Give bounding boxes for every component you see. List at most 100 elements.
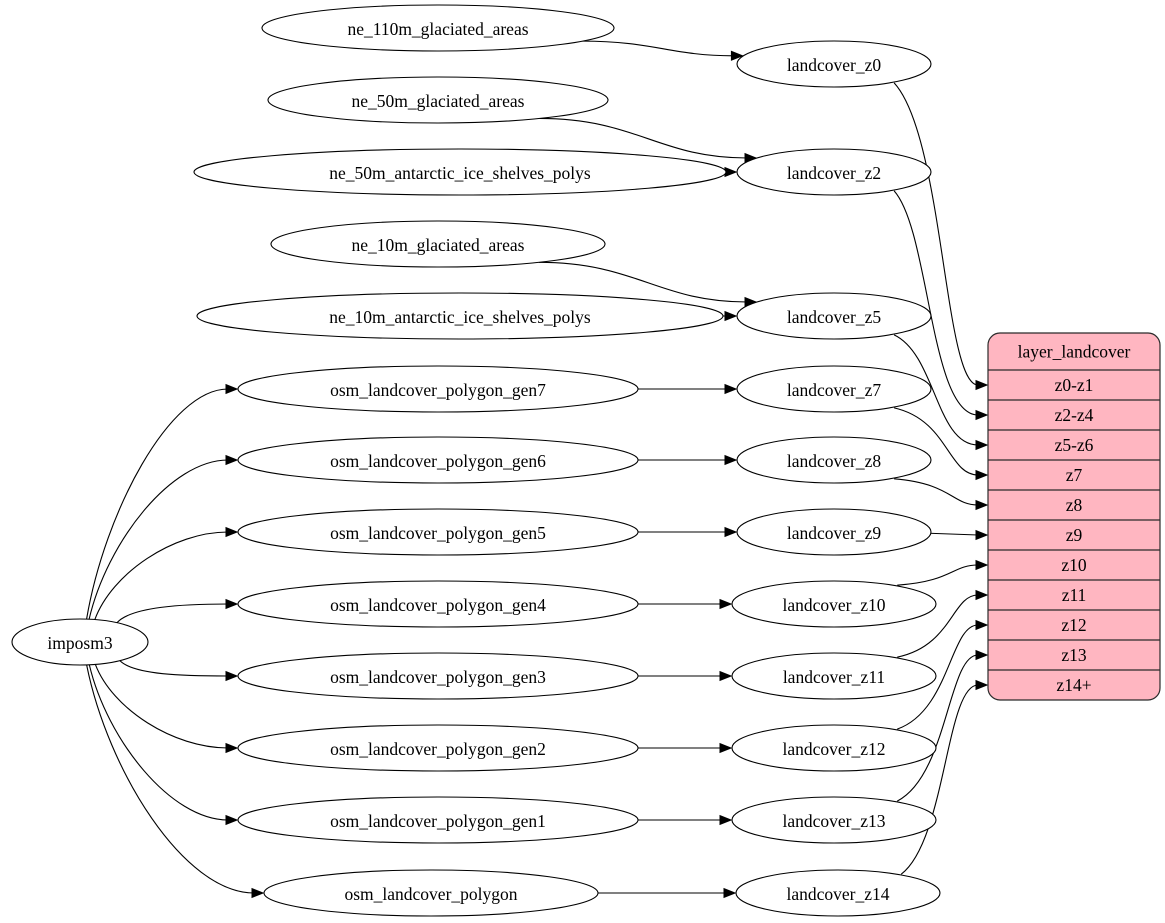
node-ne_10m_antarctic_ice_shelves_polys[interactable]: ne_10m_antarctic_ice_shelves_polys <box>196 292 724 340</box>
record-row-z11[interactable]: z11 <box>1062 585 1087 605</box>
node-ne_50m_glaciated_areas[interactable]: ne_50m_glaciated_areas <box>267 76 609 124</box>
edge-arrowhead <box>251 887 265 899</box>
record-node-body <box>987 332 1161 701</box>
edge-path <box>894 407 979 476</box>
node-label-ne_10m_glaciated_areas: ne_10m_glaciated_areas <box>352 235 525 255</box>
node-label-landcover_z10: landcover_z10 <box>782 595 885 615</box>
edges-layer <box>86 40 989 899</box>
node-ellipse-landcover_z13 <box>731 796 937 844</box>
node-landcover_z14[interactable]: landcover_z14 <box>735 869 941 917</box>
node-label-landcover_z13: landcover_z13 <box>782 811 885 831</box>
node-landcover_z13[interactable]: landcover_z13 <box>731 796 937 844</box>
edge-path <box>897 564 979 586</box>
record-row-z12[interactable]: z12 <box>1061 615 1086 635</box>
node-ellipse-landcover_z11 <box>731 652 937 700</box>
edge-path <box>900 684 979 875</box>
edge-path <box>86 664 255 894</box>
record-row-z10[interactable]: z10 <box>1061 555 1087 575</box>
node-imposm3[interactable]: imposm3 <box>11 618 149 666</box>
node-ellipse-landcover_z14 <box>735 869 941 917</box>
edge-path <box>94 531 229 620</box>
node-label-landcover_z9: landcover_z9 <box>787 523 882 543</box>
record-row-z14-[interactable]: z14+ <box>1056 675 1091 695</box>
node-osm_landcover_polygon_gen6[interactable]: osm_landcover_polygon_gen6 <box>237 436 639 484</box>
edge-path <box>88 664 229 821</box>
record-row-z2-z4[interactable]: z2-z4 <box>1055 405 1094 425</box>
node-landcover_z7[interactable]: landcover_z7 <box>736 365 932 413</box>
node-ne_10m_glaciated_areas[interactable]: ne_10m_glaciated_areas <box>270 220 606 268</box>
node-landcover_z12[interactable]: landcover_z12 <box>731 724 937 772</box>
node-label-landcover_z8: landcover_z8 <box>787 451 882 471</box>
node-ellipse-landcover_z7 <box>736 365 932 413</box>
node-label-landcover_z0: landcover_z0 <box>787 55 882 75</box>
edge-path <box>539 117 748 159</box>
node-label-osm_landcover_polygon_gen6: osm_landcover_polygon_gen6 <box>330 451 546 471</box>
node-ellipse-osm_landcover_polygon_gen4 <box>237 580 639 628</box>
edge-arrowhead <box>724 310 738 322</box>
record-row-z7[interactable]: z7 <box>1066 465 1083 485</box>
node-ne_50m_antarctic_ice_shelves_polys[interactable]: ne_50m_antarctic_ice_shelves_polys <box>193 148 727 196</box>
node-ellipse-ne_110m_glaciated_areas <box>261 4 615 52</box>
node-osm_landcover_polygon_gen7[interactable]: osm_landcover_polygon_gen7 <box>237 365 639 413</box>
record-node-layer-landcover[interactable]: layer_landcoverz0-z1z2-z4z5-z6z7z8z9z10z… <box>987 332 1161 701</box>
node-ellipse-landcover_z0 <box>736 40 932 88</box>
edge-path <box>94 664 229 749</box>
node-label-osm_landcover_polygon: osm_landcover_polygon <box>344 884 517 904</box>
edge-arrowhead <box>225 598 239 610</box>
edge-path <box>86 388 229 620</box>
node-ellipse-osm_landcover_polygon_gen1 <box>237 796 639 844</box>
node-ellipse-ne_50m_antarctic_ice_shelves_polys <box>193 148 727 196</box>
node-label-osm_landcover_polygon_gen3: osm_landcover_polygon_gen3 <box>330 667 546 687</box>
node-landcover_z2[interactable]: landcover_z2 <box>736 148 932 196</box>
edge-arrowhead <box>730 50 744 61</box>
record-row-z5-z6[interactable]: z5-z6 <box>1055 435 1094 455</box>
node-ellipse-imposm3 <box>11 618 149 666</box>
node-osm_landcover_polygon_gen1[interactable]: osm_landcover_polygon_gen1 <box>237 796 639 844</box>
edge-path <box>116 603 229 624</box>
record-row-z8[interactable]: z8 <box>1066 495 1083 515</box>
node-landcover_z11[interactable]: landcover_z11 <box>731 652 937 700</box>
node-ellipse-landcover_z2 <box>736 148 932 196</box>
node-ellipse-osm_landcover_polygon_gen6 <box>237 436 639 484</box>
node-landcover_z9[interactable]: landcover_z9 <box>736 508 932 556</box>
edge-arrowhead <box>225 383 239 395</box>
node-landcover_z8[interactable]: landcover_z8 <box>736 436 932 484</box>
node-ellipse-landcover_z8 <box>736 436 932 484</box>
node-ellipse-osm_landcover_polygon_gen5 <box>237 508 639 556</box>
node-label-osm_landcover_polygon_gen2: osm_landcover_polygon_gen2 <box>330 739 546 759</box>
node-osm_landcover_polygon[interactable]: osm_landcover_polygon <box>263 869 599 917</box>
node-osm_landcover_polygon_gen2[interactable]: osm_landcover_polygon_gen2 <box>237 724 639 772</box>
edge-arrowhead <box>225 526 239 538</box>
edge-path <box>897 594 979 658</box>
node-ne_110m_glaciated_areas[interactable]: ne_110m_glaciated_areas <box>261 4 615 52</box>
record-row-z0-z1[interactable]: z0-z1 <box>1055 375 1094 395</box>
node-landcover_z0[interactable]: landcover_z0 <box>736 40 932 88</box>
node-ellipse-ne_10m_antarctic_ice_shelves_polys <box>196 292 724 340</box>
edge-path <box>893 190 979 416</box>
edge-path <box>897 624 979 730</box>
edge-arrowhead <box>724 383 738 395</box>
node-landcover_z5[interactable]: landcover_z5 <box>736 292 932 340</box>
node-ellipse-landcover_z12 <box>731 724 937 772</box>
edge-arrowhead <box>724 454 738 466</box>
node-ellipse-osm_landcover_polygon_gen3 <box>237 652 639 700</box>
node-label-ne_110m_glaciated_areas: ne_110m_glaciated_areas <box>347 19 528 39</box>
edge-arrowhead <box>975 469 989 481</box>
node-landcover_z10[interactable]: landcover_z10 <box>731 580 937 628</box>
edge-path <box>119 660 229 677</box>
record-row-z9[interactable]: z9 <box>1066 525 1083 545</box>
node-label-landcover_z2: landcover_z2 <box>787 163 881 183</box>
node-label-landcover_z7: landcover_z7 <box>787 380 882 400</box>
node-label-osm_landcover_polygon_gen4: osm_landcover_polygon_gen4 <box>330 595 546 615</box>
edge-arrowhead <box>719 598 733 610</box>
node-osm_landcover_polygon_gen4[interactable]: osm_landcover_polygon_gen4 <box>237 580 639 628</box>
record-row-z13[interactable]: z13 <box>1061 645 1087 665</box>
edge-path <box>538 261 748 303</box>
node-osm_landcover_polygon_gen5[interactable]: osm_landcover_polygon_gen5 <box>237 508 639 556</box>
node-label-ne_50m_antarctic_ice_shelves_polys: ne_50m_antarctic_ice_shelves_polys <box>329 163 591 183</box>
edge-arrowhead <box>975 529 989 541</box>
node-label-ne_50m_glaciated_areas: ne_50m_glaciated_areas <box>352 91 525 111</box>
node-osm_landcover_polygon_gen3[interactable]: osm_landcover_polygon_gen3 <box>237 652 639 700</box>
node-label-ne_10m_antarctic_ice_shelves_polys: ne_10m_antarctic_ice_shelves_polys <box>329 307 591 327</box>
